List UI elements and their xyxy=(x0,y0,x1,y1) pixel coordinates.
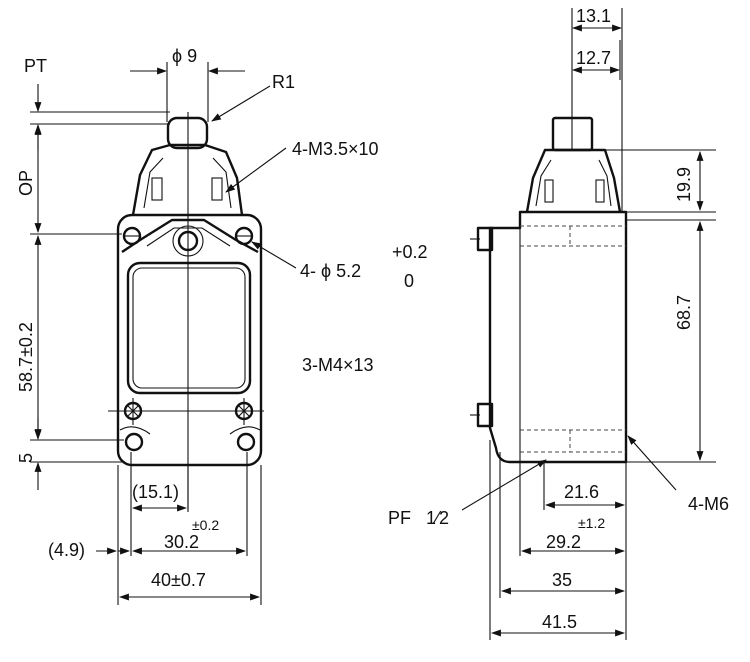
side-head-inner-left xyxy=(535,159,552,207)
leader-m35 xyxy=(225,147,287,193)
front-bottom-lobe-left xyxy=(119,426,151,435)
label-tol-plus: +0.2 xyxy=(392,242,428,262)
leader-phi52 xyxy=(251,241,297,269)
label-302: 30.2 xyxy=(164,532,199,552)
label-phi52: 4- ϕ 5.2 xyxy=(300,261,361,281)
label-415: 41.5 xyxy=(542,612,577,632)
leader-pf xyxy=(461,459,547,511)
label-40: 40±0.7 xyxy=(151,570,206,590)
label-pf: PF xyxy=(388,508,411,528)
label-127: 12.7 xyxy=(576,48,611,68)
front-view xyxy=(30,62,297,605)
side-head-slot-right xyxy=(595,179,605,203)
label-r1: R1 xyxy=(272,72,295,92)
side-head xyxy=(525,148,622,213)
front-hole-bottom-left xyxy=(124,432,144,452)
label-m6: 4-M6 xyxy=(688,494,729,514)
side-head-inner-right xyxy=(598,159,612,207)
label-m4: 3-M4×13 xyxy=(302,355,374,375)
label-5: 5 xyxy=(16,453,36,463)
front-window-glass xyxy=(132,267,246,389)
label-pf-fraction: 1⁄2 xyxy=(426,508,449,528)
label-phi9: ϕ 9 xyxy=(172,46,197,66)
label-tol-292: ±1.2 xyxy=(578,515,605,531)
label-49: (4.9) xyxy=(48,540,85,560)
leader-r1 xyxy=(211,85,271,122)
label-tol-zero: 0 xyxy=(404,271,414,291)
label-131: 13.1 xyxy=(576,6,611,26)
leader-m6 xyxy=(627,435,677,491)
front-hole-bottom-right xyxy=(236,432,256,452)
label-151: (15.1) xyxy=(132,482,179,502)
label-op: OP xyxy=(16,170,36,196)
label-m35: 4-M3.5×10 xyxy=(292,139,379,159)
label-292: 29.2 xyxy=(546,532,581,552)
label-216: 21.6 xyxy=(564,482,599,502)
label-tol-302: ±0.2 xyxy=(192,517,219,533)
front-body-outline xyxy=(116,213,263,467)
label-199: 19.9 xyxy=(674,167,694,202)
label-687: 68.7 xyxy=(674,295,694,330)
front-head-inner-left xyxy=(143,157,164,209)
side-head-slot-left xyxy=(544,179,554,203)
label-pt: PT xyxy=(24,56,47,76)
front-head-slot-left xyxy=(151,177,163,201)
side-view xyxy=(461,8,716,640)
side-body-outline xyxy=(488,210,628,464)
front-head-slot-right xyxy=(211,177,223,201)
front-head-inner-right xyxy=(212,157,232,209)
front-inner-window xyxy=(126,261,252,395)
front-bottom-lobe-right xyxy=(229,426,261,435)
label-35: 35 xyxy=(552,570,572,590)
label-587: 58.7±0.2 xyxy=(16,322,36,392)
